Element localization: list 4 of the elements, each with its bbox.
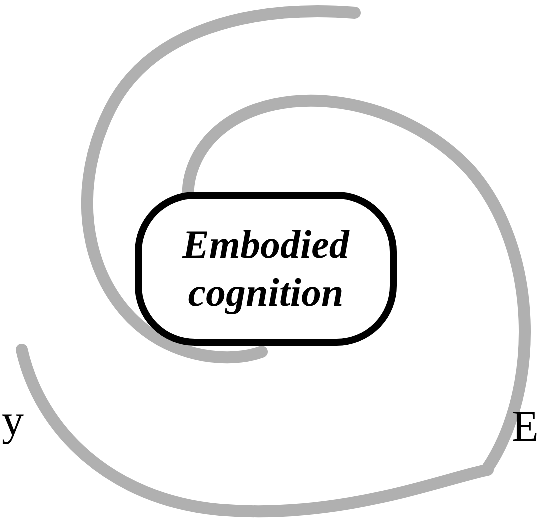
side-label: E <box>512 404 539 450</box>
node-text: Embodied cognition <box>181 221 351 317</box>
side-label: y <box>2 398 24 444</box>
rounded-box <box>135 192 397 346</box>
